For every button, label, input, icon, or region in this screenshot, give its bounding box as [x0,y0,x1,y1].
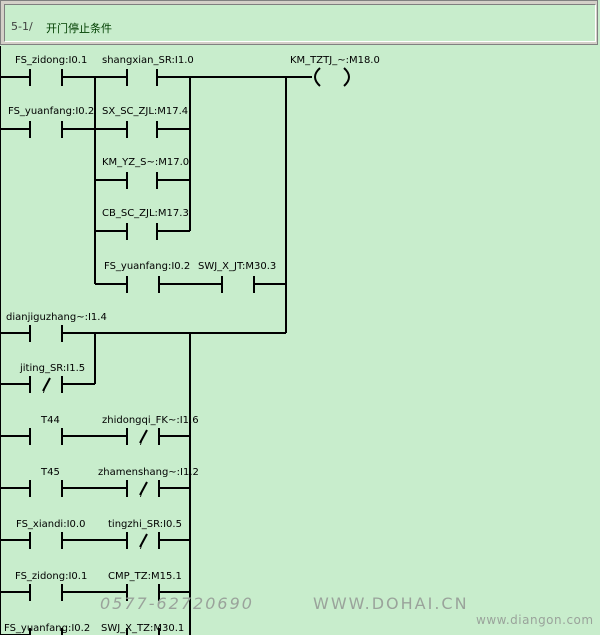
contact-c12[interactable] [126,428,160,445]
watermark-site2: www.diangon.com [476,613,594,627]
contact-c6[interactable] [126,223,158,240]
watermark-site: WWW.DOHAI.CN [313,594,469,613]
contact-label: FS_xiandi:I0.0 [16,519,85,530]
contact-c1[interactable] [29,69,63,86]
contact-c7[interactable] [126,276,160,293]
coil-label: KM_TZTJ_~:M18.0 [290,55,380,66]
contact-label: CB_SC_ZJL:M17.3 [102,208,189,219]
output-coil[interactable] [314,67,350,87]
contact-c18[interactable] [126,584,160,601]
contact-label: FS_zidong:I0.1 [15,571,87,582]
network-title-bar[interactable]: 5-1/ 开门停止条件 [4,4,596,42]
contact-label: dianjiguzhang~:I1.4 [6,312,107,323]
nc-slash: / [140,488,144,499]
contact-c16[interactable] [126,532,160,549]
contact-label: KM_YZ_S~:M17.0 [102,157,189,168]
network-title: 开门停止条件 [46,22,112,35]
contact-c2[interactable] [126,69,158,86]
contact-c20[interactable] [126,628,160,635]
contact-label: SWJ_X_JT:M30.3 [198,261,276,272]
contact-label: FS_yuanfang:I0.2 [104,261,190,272]
contact-c15[interactable] [29,532,63,549]
contact-label: jiting_SR:I1.5 [19,363,85,374]
contact-c4[interactable] [126,121,158,138]
contact-label: SWJ_X_TZ:M30.1 [101,623,184,634]
network-number: 5-1/ [11,20,33,33]
nc-slash: / [140,540,144,551]
contact-c3[interactable] [29,121,63,138]
contact-c19[interactable] [29,628,63,635]
contact-label: zhamenshang~:I1.2 [98,467,199,478]
contact-label: tingzhi_SR:I0.5 [108,519,182,530]
contact-label: shangxian_SR:I1.0 [102,55,194,66]
contact-label: T44 [40,415,60,426]
contact-c11[interactable] [29,428,63,445]
contact-label: T45 [40,467,60,478]
contact-label: SX_SC_ZJL:M17.4 [102,106,188,117]
contact-label: FS_yuanfang:I0.2 [4,623,90,634]
contact-label: zhidongqi_FK~:I1.6 [102,415,199,426]
contact-c17[interactable] [29,584,63,601]
contact-c13[interactable] [29,480,63,497]
contact-c5[interactable] [126,172,158,189]
nc-slash: / [43,384,47,395]
contact-label: FS_yuanfang:I0.2 [8,106,94,117]
contact-c10[interactable] [29,376,63,393]
contact-c14[interactable] [126,480,160,497]
network-header: 5-1/ 开门停止条件 [0,0,598,45]
nc-slash: / [140,436,144,447]
contact-c8[interactable] [221,276,255,293]
contact-label: FS_zidong:I0.1 [15,55,87,66]
contact-c9[interactable] [29,325,63,342]
contact-label: CMP_TZ:M15.1 [108,571,182,582]
watermark-phone: 0577-62720690 [100,594,254,613]
